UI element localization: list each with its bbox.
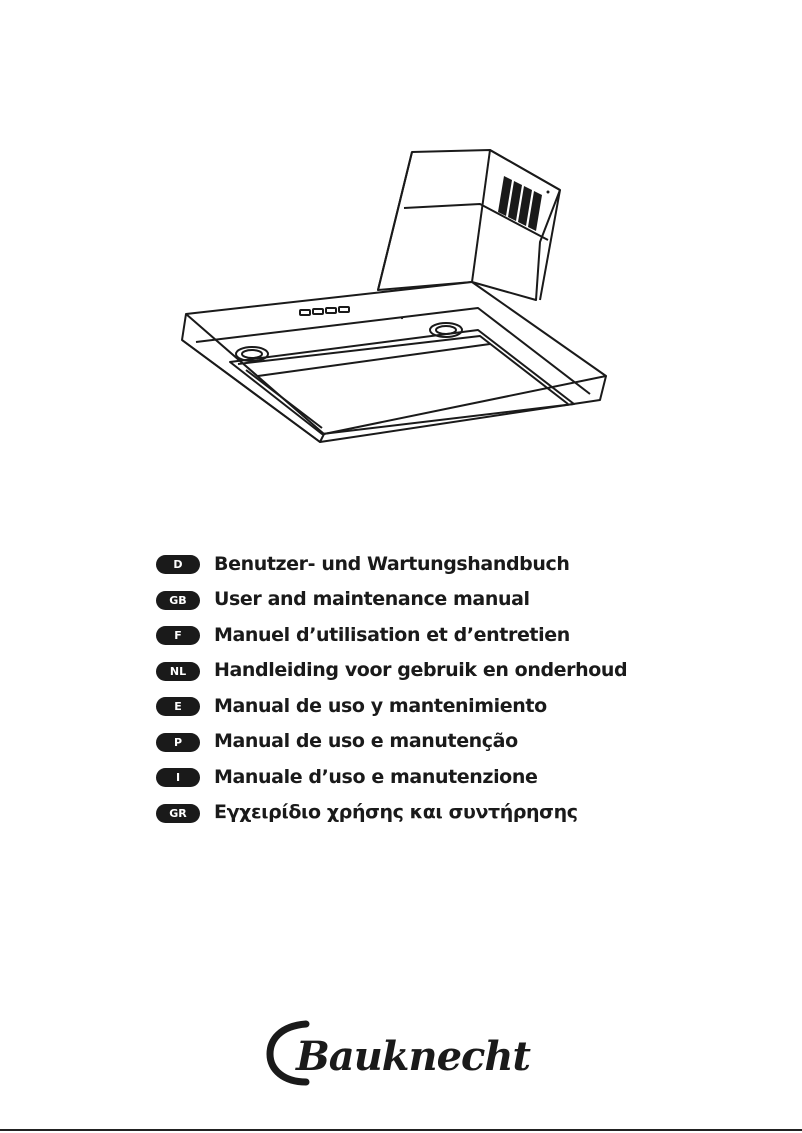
- language-badge: NL: [156, 661, 200, 681]
- manual-title: Manual de uso e manutenção: [214, 730, 518, 753]
- manual-title: Manuale d’uso e manutenzione: [214, 765, 538, 788]
- language-badge: P: [156, 732, 200, 752]
- manual-title: User and maintenance manual: [214, 588, 530, 611]
- language-badge: GB: [156, 590, 200, 610]
- page-bottom-rule: [0, 1129, 802, 1131]
- manual-title-row: E Manual de uso y mantenimiento: [156, 688, 676, 724]
- language-badge: F: [156, 626, 200, 646]
- manual-title: Handleiding voor gebruik en onderhoud: [214, 659, 628, 682]
- manual-title-list: D Benutzer- und Wartungshandbuch GB User…: [156, 546, 676, 830]
- language-badge: D: [156, 555, 200, 575]
- manual-title: Εγχειρίδιο χρήσης και συντήρησης: [214, 801, 578, 824]
- brand-wordmark: Bauknecht: [295, 1033, 531, 1080]
- manual-title-row: P Manual de uso e manutenção: [156, 724, 676, 760]
- manual-title-row: I Manuale d’uso e manutenzione: [156, 759, 676, 795]
- manual-title-row: NL Handleiding voor gebruik en onderhoud: [156, 653, 676, 689]
- manual-title-row: GB User and maintenance manual: [156, 582, 676, 618]
- manual-title: Manuel d’utilisation et d’entretien: [214, 623, 570, 646]
- language-badge: I: [156, 768, 200, 788]
- manual-title-row: D Benutzer- und Wartungshandbuch: [156, 546, 676, 582]
- manual-title: Manual de uso y mantenimiento: [214, 694, 547, 717]
- language-badge: GR: [156, 803, 200, 823]
- language-badge: E: [156, 697, 200, 717]
- manual-title-row: GR Εγχειρίδιο χρήσης και συντήρησης: [156, 795, 676, 831]
- manual-title: Benutzer- und Wartungshandbuch: [214, 552, 570, 575]
- cooker-hood-illustration: [181, 149, 607, 443]
- bauknecht-logo: Bauknecht: [266, 1020, 532, 1086]
- manual-title-row: F Manuel d’utilisation et d’entretien: [156, 617, 676, 653]
